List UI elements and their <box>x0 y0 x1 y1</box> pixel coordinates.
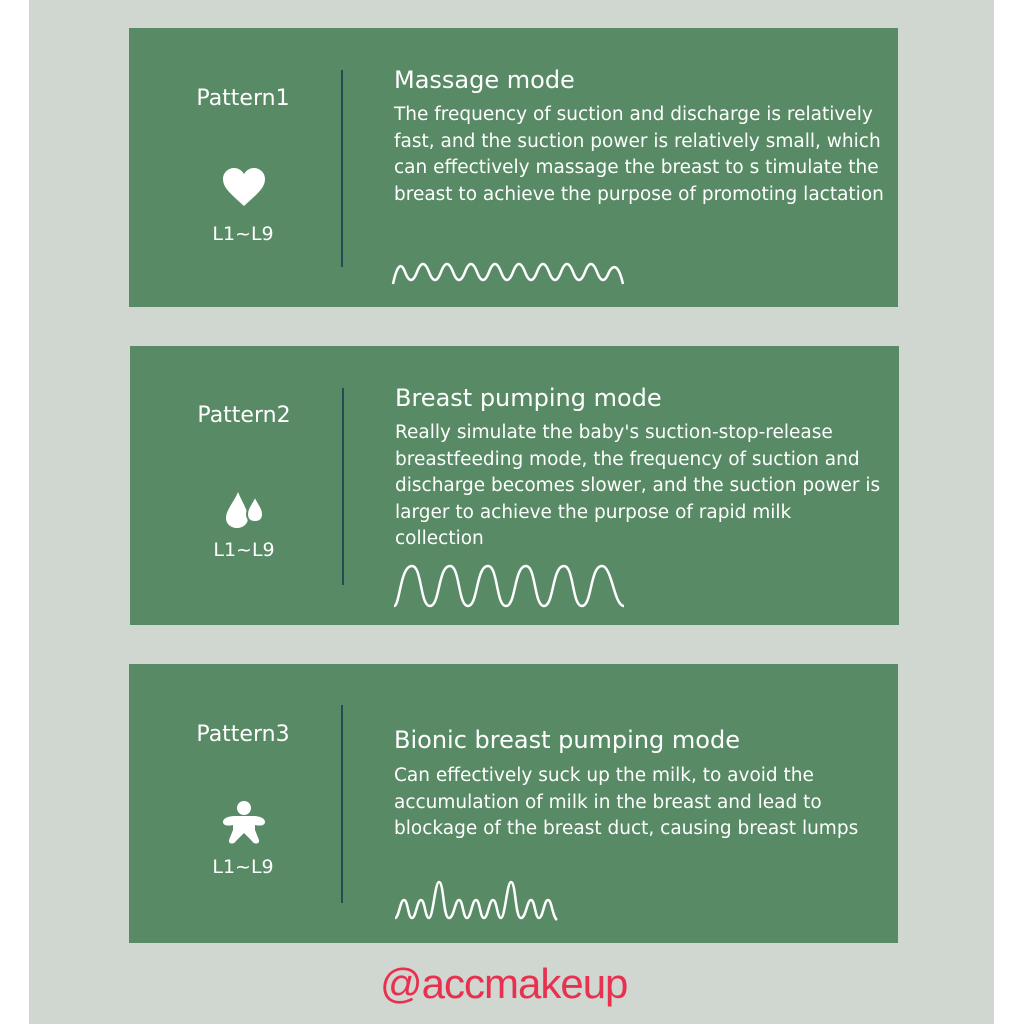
heart-icon <box>223 168 265 206</box>
mode-description: Really simulate the baby's suction-stop-… <box>395 422 881 549</box>
divider <box>341 70 343 267</box>
pattern-label: Pattern2 <box>197 403 291 428</box>
divider <box>342 388 344 585</box>
mode-panel-3: Pattern3 L1~L9 Bionic breast pumping mod… <box>129 664 898 943</box>
divider <box>341 705 343 903</box>
water-drops-icon <box>226 492 265 528</box>
mode-title: Massage mode <box>394 66 575 94</box>
mode-title: Bionic breast pumping mode <box>394 726 740 754</box>
waveform-icon <box>392 564 625 608</box>
pattern-label: Pattern1 <box>196 86 290 111</box>
mode-title: Breast pumping mode <box>395 384 662 412</box>
watermark: @accmakeup <box>380 960 628 1007</box>
level-range: L1~L9 <box>212 856 274 878</box>
mode-description: Can effectively suck up the milk, to avo… <box>394 765 859 839</box>
pattern-label: Pattern3 <box>196 722 290 747</box>
mode-panel-2: Pattern2 L1~L9 Breast pumping mode Reall… <box>130 346 899 625</box>
mode-panel-1: Pattern1 L1~L9 Massage mode The frequenc… <box>129 28 898 307</box>
waveform-icon <box>394 880 558 921</box>
level-range: L1~L9 <box>213 539 275 561</box>
level-range: L1~L9 <box>212 223 274 245</box>
mode-description: The frequency of suction and discharge i… <box>394 104 884 205</box>
baby-figure-icon <box>223 801 265 844</box>
waveform-icon <box>391 262 625 285</box>
